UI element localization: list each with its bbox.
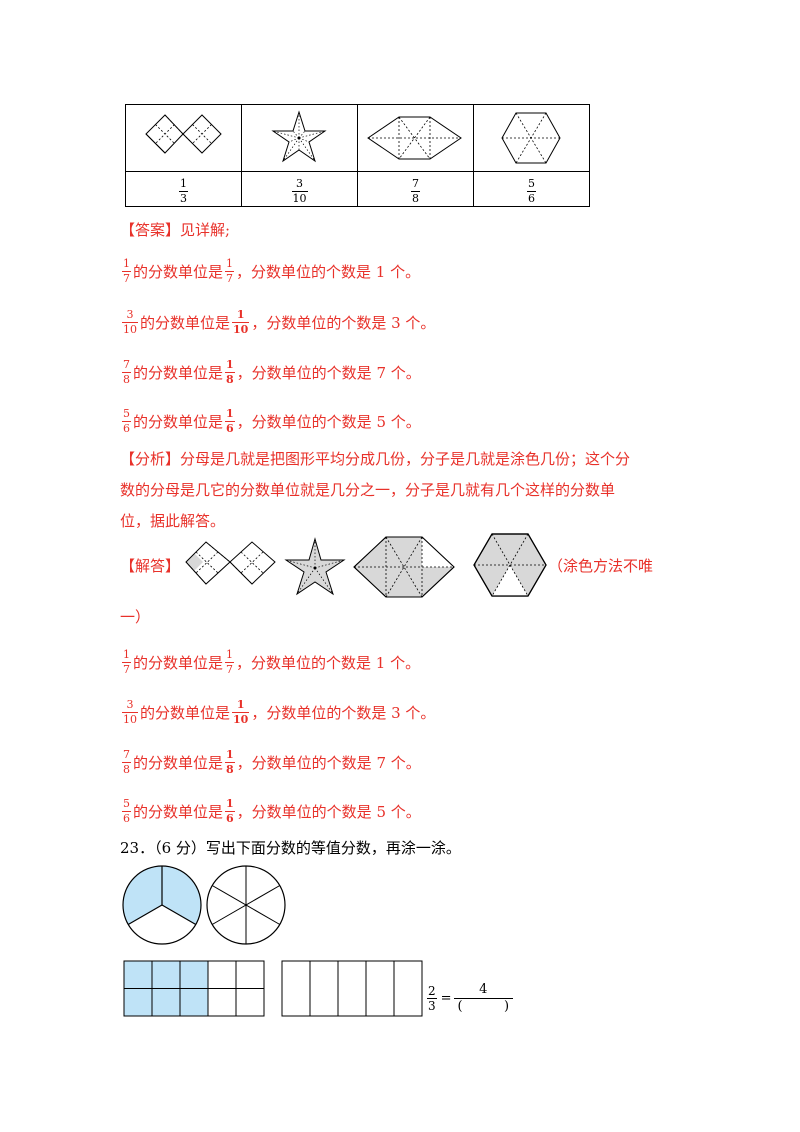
shaded-rectangle-grid (123, 960, 265, 1017)
blank-rectangle-grid[interactable] (281, 960, 423, 1018)
analysis-tag: 【分析】 (120, 450, 181, 468)
shaded-circle-thirds (122, 865, 202, 945)
cell-rhombus (357, 104, 474, 172)
cell-star (241, 104, 358, 172)
answer-text: 见详解; (180, 221, 231, 239)
answer-tag: 【答案】 (120, 221, 181, 239)
double-diamond-figure (145, 114, 222, 154)
equivalent-fraction-blank[interactable]: 4 ( ) (453, 982, 514, 1015)
shaded-star (284, 537, 346, 596)
cell-hexagon (473, 104, 590, 172)
solution-note-continued: 一） (120, 608, 151, 626)
cell-double-diamond (125, 104, 242, 172)
answer-line: 【答案】见详解; (120, 220, 230, 240)
hexagon-figure (501, 112, 561, 164)
analysis-paragraph: 【分析】分母是几就是把图形平均分成几份，分子是几就是涂色几份；这个分 数的分母是… (120, 450, 631, 530)
shaded-double-diamond (185, 541, 276, 585)
solution-note: （涂色方法不唯 (548, 557, 654, 575)
shaded-rhombus (353, 536, 455, 598)
shaded-hexagon (473, 533, 547, 597)
star-figure (271, 110, 327, 163)
rhombus-figure (367, 116, 462, 160)
solution-tag: 【解答】 (120, 557, 181, 575)
question-23-text: 23．（6 分）写出下面分数的等值分数，再涂一涂。 (120, 839, 461, 857)
blank-circle-sixths[interactable] (205, 864, 287, 946)
